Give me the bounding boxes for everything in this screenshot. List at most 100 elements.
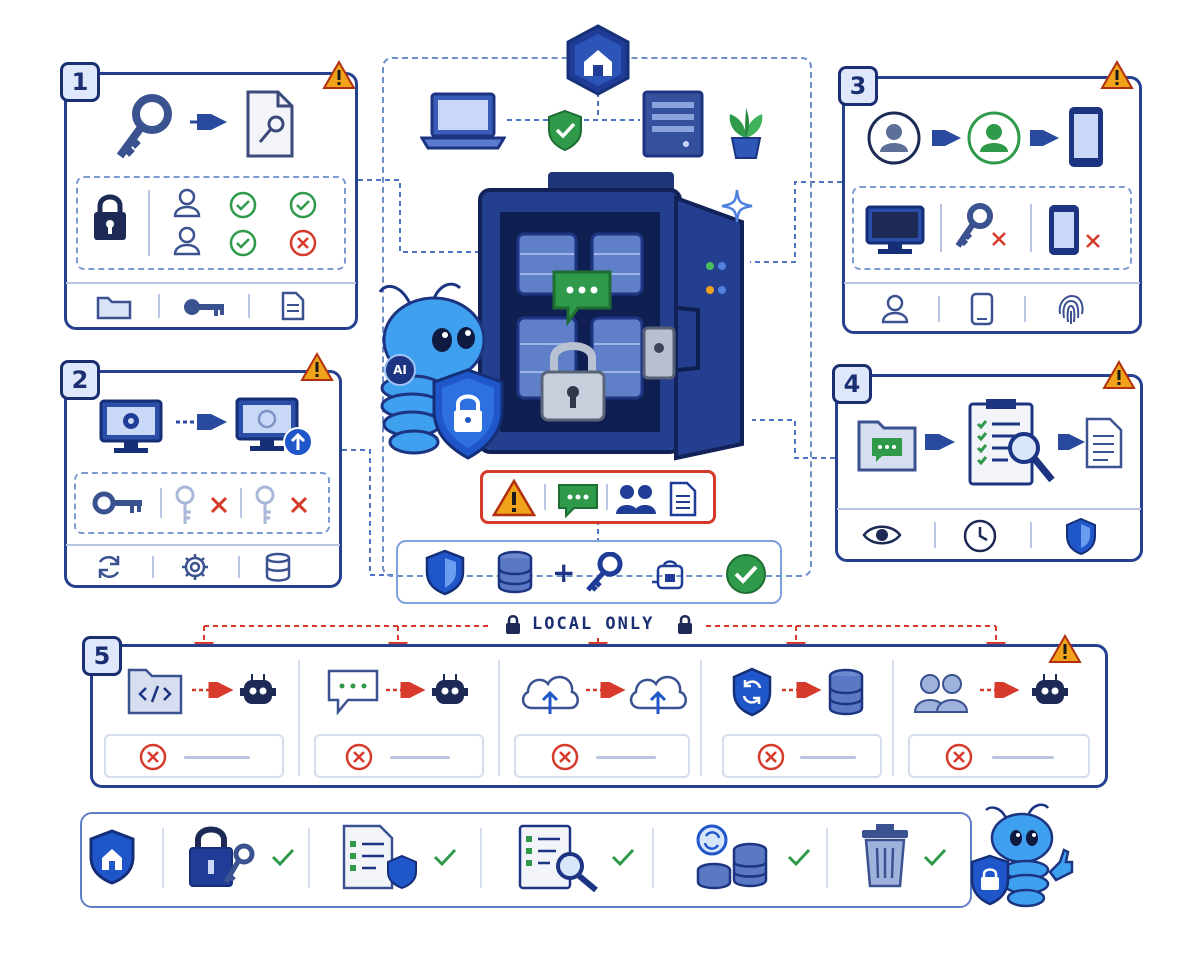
key-icon xyxy=(586,552,623,592)
step-1-badge: 1 xyxy=(60,62,100,102)
fingerprint-icon xyxy=(1058,294,1084,324)
divider xyxy=(498,660,500,776)
users-icon xyxy=(616,485,656,514)
cloud-upload-icon xyxy=(521,675,579,714)
connector-panel1 xyxy=(358,179,480,253)
shield-check-icon xyxy=(548,109,582,152)
lock-key-icon xyxy=(189,826,255,887)
check-icon xyxy=(787,848,811,867)
arrow-icon xyxy=(192,682,234,698)
placeholder-line xyxy=(992,756,1054,759)
sync-shield-icon xyxy=(732,667,772,717)
connector-panel2 xyxy=(342,449,396,576)
shield-lock-icon xyxy=(432,368,504,460)
check-icon xyxy=(289,191,317,219)
shield-icon xyxy=(425,549,465,596)
cloud-upload-icon xyxy=(629,675,687,714)
divider xyxy=(308,828,310,888)
eye-icon xyxy=(862,525,902,545)
divider xyxy=(700,660,702,776)
key-icon xyxy=(92,491,142,515)
cross-icon xyxy=(289,229,317,257)
cross-icon xyxy=(1086,234,1100,248)
monitor-gear-icon xyxy=(99,399,163,453)
check-icon xyxy=(229,229,257,257)
doc-shield-icon xyxy=(342,824,417,890)
blocked-row xyxy=(514,734,690,778)
divider xyxy=(652,828,654,888)
blocked-row xyxy=(722,734,882,778)
divider xyxy=(158,294,160,318)
divider xyxy=(1030,204,1032,252)
local-only-label: LOCAL ONLY xyxy=(532,614,655,634)
home-shield-icon xyxy=(89,829,135,885)
divider xyxy=(162,828,164,888)
user-circle-icon xyxy=(967,111,1021,165)
check-icon xyxy=(271,848,295,867)
placeholder-line xyxy=(596,756,656,759)
divider xyxy=(938,296,940,322)
placeholder-line xyxy=(184,756,250,759)
blocked-row xyxy=(908,734,1090,778)
arrow-icon xyxy=(932,130,961,146)
warning-icon xyxy=(300,352,334,381)
divider xyxy=(238,556,240,578)
key-icon xyxy=(184,299,224,316)
check-circle-icon xyxy=(726,554,766,594)
divider xyxy=(148,190,150,256)
cross-icon xyxy=(757,743,785,771)
divider xyxy=(152,556,154,578)
divider xyxy=(934,522,936,548)
padlock-icon xyxy=(540,342,606,422)
divider xyxy=(837,508,1141,510)
code-folder-icon xyxy=(127,668,183,715)
divider xyxy=(240,488,242,518)
database-icon xyxy=(265,552,291,582)
trash-icon xyxy=(862,824,908,888)
chat-icon xyxy=(552,270,612,327)
blocked-row xyxy=(314,734,484,778)
divider xyxy=(544,484,546,510)
users-icon xyxy=(913,674,969,713)
database-icon xyxy=(497,550,533,594)
warning-icon xyxy=(492,478,536,517)
file-icon xyxy=(669,481,697,517)
arrow-icon xyxy=(190,114,227,130)
cross-icon xyxy=(290,496,308,514)
lock-icon xyxy=(678,615,692,634)
plant-icon xyxy=(729,108,763,159)
warning-icon xyxy=(1100,60,1134,89)
panel-1-access-box xyxy=(76,176,346,270)
phone-icon xyxy=(970,292,994,326)
gear-icon xyxy=(182,554,208,580)
divider xyxy=(160,488,162,518)
divider xyxy=(298,660,300,776)
placeholder-line xyxy=(390,756,450,759)
file-icon xyxy=(281,291,305,321)
robot-icon xyxy=(240,674,276,704)
divider xyxy=(1030,522,1032,548)
cross-icon xyxy=(210,496,228,514)
user-icon xyxy=(173,226,201,256)
step-3-badge: 3 xyxy=(838,66,878,106)
broken-key-icon xyxy=(175,485,195,524)
clipboard-search-icon xyxy=(968,399,1055,486)
arrow-icon xyxy=(925,434,955,450)
check-icon xyxy=(923,848,947,867)
divider xyxy=(66,282,356,284)
lock-box-icon xyxy=(652,560,684,590)
divider xyxy=(1024,296,1026,322)
robot-icon xyxy=(432,674,468,704)
cross-icon xyxy=(551,743,579,771)
security-bar xyxy=(396,540,782,604)
blocked-row xyxy=(104,734,284,778)
phone-icon xyxy=(1049,205,1079,255)
chat-icon xyxy=(327,669,379,716)
padlock-icon xyxy=(94,194,126,240)
cross-icon xyxy=(992,232,1006,246)
arrow-icon xyxy=(980,682,1020,698)
panel-2-keys-box xyxy=(74,472,330,534)
server-icon xyxy=(642,90,704,158)
warning-icon xyxy=(1102,360,1136,389)
check-icon xyxy=(433,848,457,867)
